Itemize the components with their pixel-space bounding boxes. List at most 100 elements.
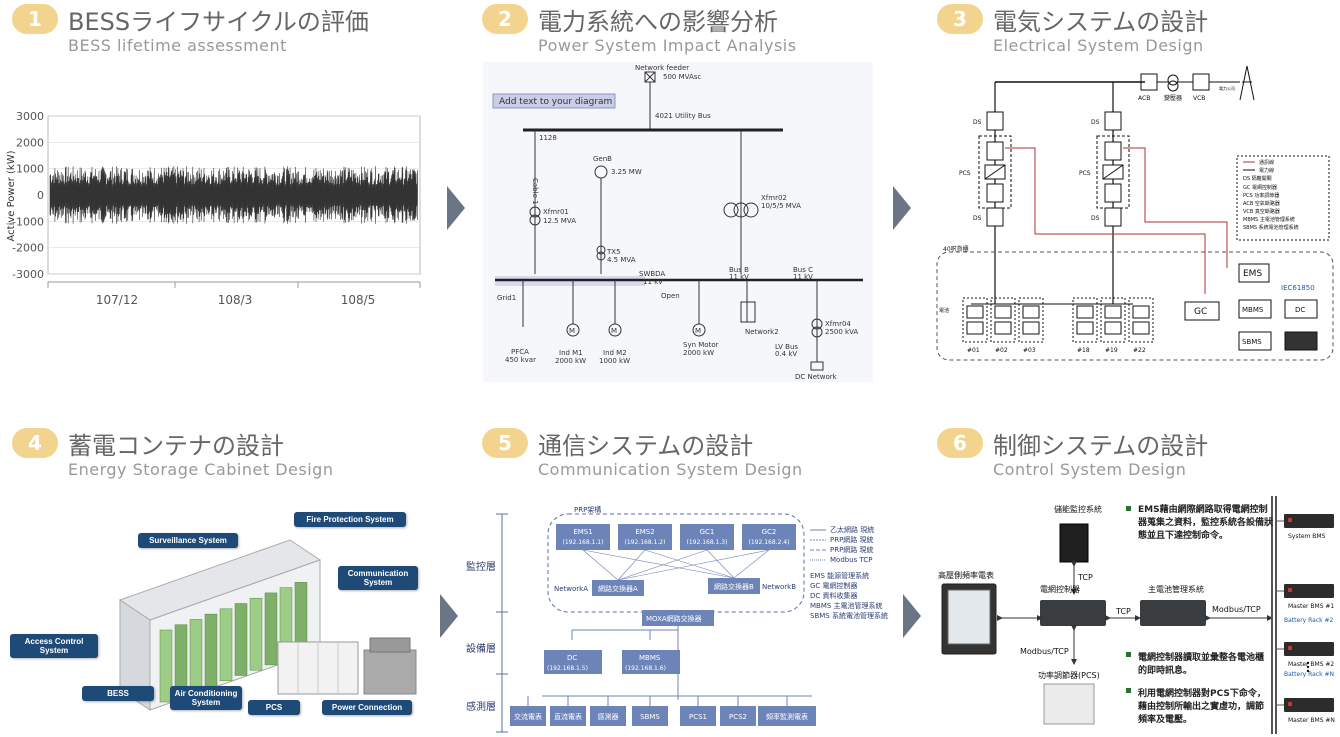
svg-text:M: M <box>695 327 701 335</box>
bms-label: System BMS <box>1288 533 1326 540</box>
step-subtitle: Power System Impact Analysis <box>538 36 797 55</box>
battery-module <box>189 619 203 692</box>
step-number-badge: 6 <box>937 428 983 458</box>
step-subtitle: Communication System Design <box>538 460 803 479</box>
step-title: 通信システムの設計 <box>538 432 754 460</box>
dc-device <box>544 650 602 674</box>
add-text-note[interactable] <box>492 93 616 109</box>
def-item: SBMS 系統電池管理系統 <box>810 611 888 620</box>
sensor-block <box>590 706 626 726</box>
label-mbms: MBMS <box>639 654 661 662</box>
sensor-block <box>510 706 546 726</box>
step-number-badge: 4 <box>12 428 58 458</box>
switch-a <box>592 580 644 596</box>
label-open: Open <box>661 292 680 300</box>
battery-rack <box>1018 297 1044 343</box>
bms-device <box>1284 698 1334 712</box>
label-battery: 電池 <box>939 307 949 314</box>
sensor-label: 頻率監測電表 <box>766 712 808 721</box>
sensor-block <box>720 706 756 726</box>
y-tick-label: -3000 <box>12 268 44 281</box>
label-lv-bus: LV Bus <box>775 343 798 351</box>
label-ds: DS <box>973 215 982 222</box>
bms-label: Master BMS #1 <box>1288 603 1334 610</box>
label-ind-m2-rating: 1000 kW <box>599 357 630 365</box>
label-network2: Network2 <box>745 328 779 336</box>
step-subtitle: Energy Storage Cabinet Design <box>68 460 334 479</box>
label-sbms: SBMS <box>1242 338 1262 346</box>
label-syn-motor-rating: 2000 kW <box>683 349 714 357</box>
label-mbms-ip: (192.168.1.6) <box>625 665 666 672</box>
step-title: 蓄電コンテナの設計 <box>68 432 284 460</box>
step-subtitle: Electrical System Design <box>993 36 1204 55</box>
rack-label: #18 <box>1077 347 1090 354</box>
label-cable: Cable 1 <box>531 178 539 205</box>
label-ems: EMS <box>1243 269 1262 279</box>
callout-pcs: PCS <box>248 700 300 715</box>
label-ds: DS <box>1091 119 1100 126</box>
label-syn-motor: Syn Motor <box>683 341 719 349</box>
label-tx5: TX5 <box>606 248 621 256</box>
control-bullet-2: 電網控制器讀取並彙整各電池櫃的即時訊息。 <box>1138 653 1265 676</box>
step-title: 制御システムの設計 <box>993 432 1209 460</box>
server-name: EMS2 <box>635 528 654 536</box>
battery-module <box>204 613 218 687</box>
battery-rack <box>1100 297 1126 343</box>
label-ds: DS <box>973 119 982 126</box>
legend-item: ACB 空氣斷路器 <box>1243 200 1280 207</box>
label-bms: 主電池管理系統 <box>1148 584 1204 594</box>
label-tcp: TCP <box>1115 607 1131 616</box>
x-tick-label: 108/3 <box>218 293 253 307</box>
server-ip: (192.168.1.3) <box>687 539 728 546</box>
label-modbus-pcs: Modbus/TCP <box>1020 647 1069 656</box>
note-text: Add text to your diagram <box>499 97 612 107</box>
label-network-feeder: Network feeder <box>635 64 689 72</box>
label-moxa: MOXA網路交換器 <box>646 614 702 623</box>
bms-device <box>1284 642 1334 656</box>
label-xfmr04-rating: 2500 kVA <box>825 328 858 336</box>
dc-device-icon <box>1284 331 1318 351</box>
power-transformer <box>363 649 417 695</box>
power-series-line <box>49 166 418 224</box>
flow-arrow-3 <box>440 594 458 638</box>
legend-item: 通訊線 <box>1259 159 1274 166</box>
grid-controller <box>1040 600 1106 626</box>
battery-rack <box>962 297 988 343</box>
label-pcs: 功率調節器(PCS) <box>1038 670 1100 680</box>
label-monitor: 儲能監控系統 <box>1054 504 1102 514</box>
step-subtitle: BESS lifetime assessment <box>68 36 287 55</box>
label-xfmr01-rating: 12.5 MVA <box>543 217 576 225</box>
step-title: 電力系統への影響分析 <box>538 8 778 36</box>
rack-label: #19 <box>1105 347 1118 354</box>
label-bus-b-kv: 11 kV <box>729 273 749 281</box>
legend-item: 電力線 <box>1259 167 1274 174</box>
label-pfca-rating: 450 kvar <box>505 356 536 364</box>
container-40ft <box>936 251 1334 361</box>
label-switch-b: 網路交換器B <box>714 582 754 591</box>
step-number-badge: 1 <box>12 4 58 34</box>
server-name: GC1 <box>700 528 715 536</box>
sensor-label: 感測器 <box>598 712 619 721</box>
step-number-badge: 2 <box>482 4 528 34</box>
label-prp: PRP架構 <box>574 505 601 514</box>
flow-arrow-4 <box>903 594 921 638</box>
server-name: GC2 <box>762 528 777 536</box>
y-tick-label: 0 <box>37 189 44 202</box>
label-bus-b: Bus B <box>729 266 749 274</box>
label-transformer: 變壓器 <box>1164 94 1182 102</box>
label-xfmr04: Xfmr04 <box>825 320 851 328</box>
label-modbus: Modbus/TCP <box>1212 605 1261 614</box>
switch-b <box>708 578 760 594</box>
label-tx5-rating: 4.5 MVA <box>607 256 636 264</box>
rack-label: #01 <box>967 347 980 354</box>
svg-text:M: M <box>569 327 575 335</box>
label-tcp-vertical: TCP <box>1077 573 1093 582</box>
label-mvasc: 500 MVAsc <box>663 73 701 81</box>
legend-item: PCS 功率調節器 <box>1243 192 1279 199</box>
label-pfca: PFCA <box>511 348 529 356</box>
label-dc-network: DC Network <box>795 373 838 381</box>
label-genb-rating: 3.25 MW <box>611 168 642 176</box>
control-diagram: 高壓側頻率電表 儲能監控系統 TCP 電網控制器 TCP 主電池管理系統 Mod… <box>938 496 1335 734</box>
battery-rack-row <box>159 582 308 703</box>
